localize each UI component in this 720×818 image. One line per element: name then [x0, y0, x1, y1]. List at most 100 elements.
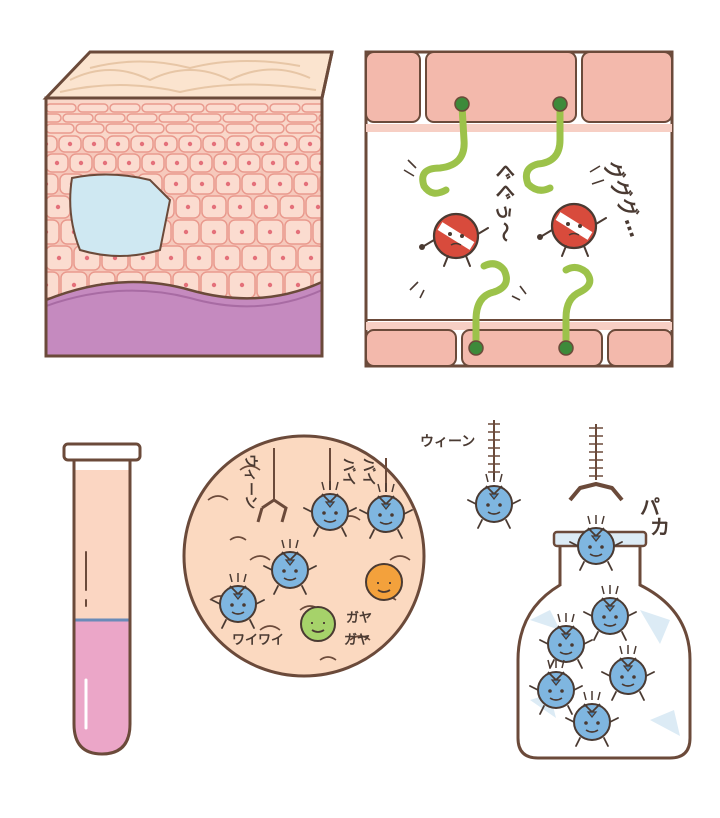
cell-nucleus — [324, 283, 328, 287]
sfx-bai: バイ — [340, 458, 356, 486]
cell-nucleus — [174, 160, 180, 166]
cell-nucleus — [224, 255, 230, 261]
skin-cell — [190, 113, 222, 123]
skin-cell — [46, 113, 62, 123]
cell-nucleus — [173, 181, 179, 187]
skin-cell — [286, 113, 318, 123]
cell-nucleus — [308, 255, 314, 261]
cell-nucleus — [56, 255, 62, 261]
cell-nucleus — [211, 229, 217, 235]
cell-nucleus — [67, 141, 73, 147]
skin-cell — [222, 113, 254, 123]
cell-nucleus — [283, 141, 289, 147]
cell-nucleus — [187, 141, 193, 147]
cell-nucleus — [140, 255, 146, 261]
sfx-ka: カ — [650, 515, 670, 539]
skin-cell — [77, 103, 109, 113]
cell-nucleus — [185, 204, 191, 210]
vessel-wall-top — [365, 51, 673, 132]
cell-nucleus — [270, 160, 276, 166]
microbe-icon-green — [300, 606, 336, 642]
skin-cell — [165, 123, 195, 134]
cell-nucleus — [295, 229, 301, 235]
cell-nucleus — [251, 181, 257, 187]
cell-nucleus — [307, 141, 313, 147]
cell-nucleus — [239, 282, 245, 288]
cell-nucleus — [115, 141, 121, 147]
test-tube-icon — [62, 442, 142, 756]
cell-nucleus — [225, 181, 231, 187]
skin-cell — [46, 135, 58, 153]
cell-nucleus — [294, 160, 300, 166]
cell-nucleus — [263, 204, 269, 210]
cell-nucleus — [199, 181, 205, 187]
cell-nucleus — [183, 282, 189, 288]
cell-nucleus — [198, 160, 204, 166]
cell-nucleus — [267, 229, 273, 235]
cell-nucleus — [246, 160, 252, 166]
skin-cell — [62, 113, 94, 123]
cell-nucleus — [54, 160, 60, 166]
cell-nucleus — [235, 141, 241, 147]
sfx-waiwai: ワイワイ — [232, 633, 284, 648]
microbe-icon-orange — [365, 563, 403, 601]
skin-cell — [141, 103, 173, 113]
cell-nucleus — [252, 255, 258, 261]
cell-nucleus — [259, 141, 265, 147]
skin-cell — [301, 103, 322, 113]
cell-nucleus — [84, 255, 90, 261]
skin-cell — [46, 173, 59, 195]
virus-binding-panel: ぐぐぅ〜 グググ… — [364, 50, 674, 368]
skin-cell — [312, 219, 322, 245]
cell-nucleus — [196, 255, 202, 261]
skin-cell — [109, 103, 141, 113]
cell-nucleus — [267, 282, 273, 288]
cell-nucleus — [237, 204, 243, 210]
sample-jar-icon: パ カ — [516, 424, 692, 760]
cell-nucleus — [163, 141, 169, 147]
cell-nucleus — [330, 182, 334, 186]
skin-cell — [195, 123, 225, 134]
skin-cell — [173, 103, 205, 113]
cell-nucleus — [211, 141, 217, 147]
skin-cell — [46, 219, 60, 245]
cell-nucleus — [280, 255, 286, 261]
cell-nucleus — [126, 160, 132, 166]
microbe-icon — [467, 472, 521, 529]
sfx-gaya: ガヤ — [346, 611, 372, 626]
skin-cell — [319, 174, 322, 194]
skin-cell — [225, 123, 255, 134]
cell-nucleus — [71, 282, 77, 288]
skin-cell — [158, 113, 190, 123]
petri-dish-icon: ウィーン バイ バイ ワイワイ ガヤ ガヤ — [182, 434, 426, 678]
hanging-microbe: ウィーン — [420, 420, 521, 529]
skin-cell — [46, 271, 60, 299]
receptor-icon — [419, 102, 594, 350]
skin-cell — [205, 103, 237, 113]
skin-cell — [315, 123, 322, 134]
cell-nucleus — [211, 282, 217, 288]
skin-cell — [46, 123, 75, 134]
skin-cell — [285, 123, 315, 134]
cell-nucleus — [168, 255, 174, 261]
cell-nucleus — [183, 229, 189, 235]
cell-nucleus — [91, 141, 97, 147]
skin-cell — [305, 195, 322, 219]
skin-cell — [126, 113, 158, 123]
skin-cell — [94, 113, 126, 123]
cell-nucleus — [222, 160, 228, 166]
cell-nucleus — [295, 282, 301, 288]
sfx-wiin-top: ウィーン — [420, 434, 475, 450]
crane-claw-icon — [568, 482, 624, 502]
skin-cell — [75, 123, 105, 134]
skin-cell — [269, 103, 301, 113]
cell-nucleus — [277, 181, 283, 187]
sfx-gaya-2: ガヤ — [344, 633, 370, 648]
cell-nucleus — [239, 229, 245, 235]
cell-nucleus — [150, 160, 156, 166]
sfx-guguu: ぐぐぅ〜 — [493, 162, 517, 242]
cell-nucleus — [211, 204, 217, 210]
sfx-pa: パ — [640, 495, 660, 519]
skin-cell — [135, 123, 165, 134]
